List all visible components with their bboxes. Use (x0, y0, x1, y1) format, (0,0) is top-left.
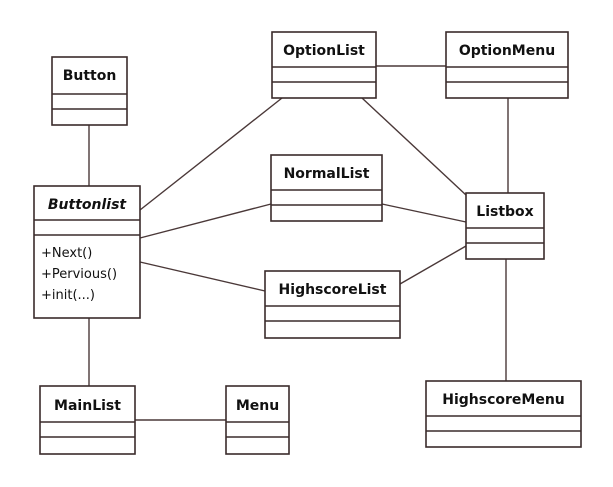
class-name: Listbox (476, 204, 533, 220)
class-optionlist[interactable]: OptionList (271, 31, 377, 99)
assoc-normallist-listbox (381, 203, 467, 223)
class-highscorelist[interactable]: HighscoreList (264, 270, 401, 339)
class-name: MainList (54, 398, 121, 414)
class-name: OptionMenu (459, 43, 555, 59)
class-name: HighscoreList (279, 282, 387, 298)
assoc-highscorelist-listbox (399, 245, 467, 285)
operation-init: +init(...) (41, 288, 95, 303)
class-name: Menu (236, 398, 279, 414)
class-listbox[interactable]: Listbox (465, 192, 545, 260)
class-mainlist[interactable]: MainList (39, 385, 136, 455)
class-buttonlist[interactable]: Buttonlist +Next() +Pervious() +init(...… (33, 185, 141, 319)
class-button[interactable]: Button (51, 56, 128, 126)
assoc-buttonlist-optionlist (139, 97, 283, 211)
class-name: Button (63, 68, 117, 84)
class-name: NormalList (284, 166, 370, 182)
operation-next: +Next() (41, 246, 92, 261)
class-name: Buttonlist (48, 197, 128, 213)
assoc-buttonlist-highscorelist (139, 261, 266, 292)
class-name: OptionList (283, 43, 365, 59)
assoc-buttonlist-normallist (139, 203, 272, 239)
assoc-optionlist-listbox (361, 97, 467, 196)
associations (88, 65, 509, 421)
class-menu[interactable]: Menu (225, 385, 290, 455)
operation-pervious: +Pervious() (41, 267, 117, 282)
class-normallist[interactable]: NormalList (270, 154, 383, 222)
class-highscoremenu[interactable]: HighscoreMenu (425, 380, 582, 448)
class-optionmenu[interactable]: OptionMenu (445, 31, 569, 99)
class-name: HighscoreMenu (442, 392, 565, 408)
